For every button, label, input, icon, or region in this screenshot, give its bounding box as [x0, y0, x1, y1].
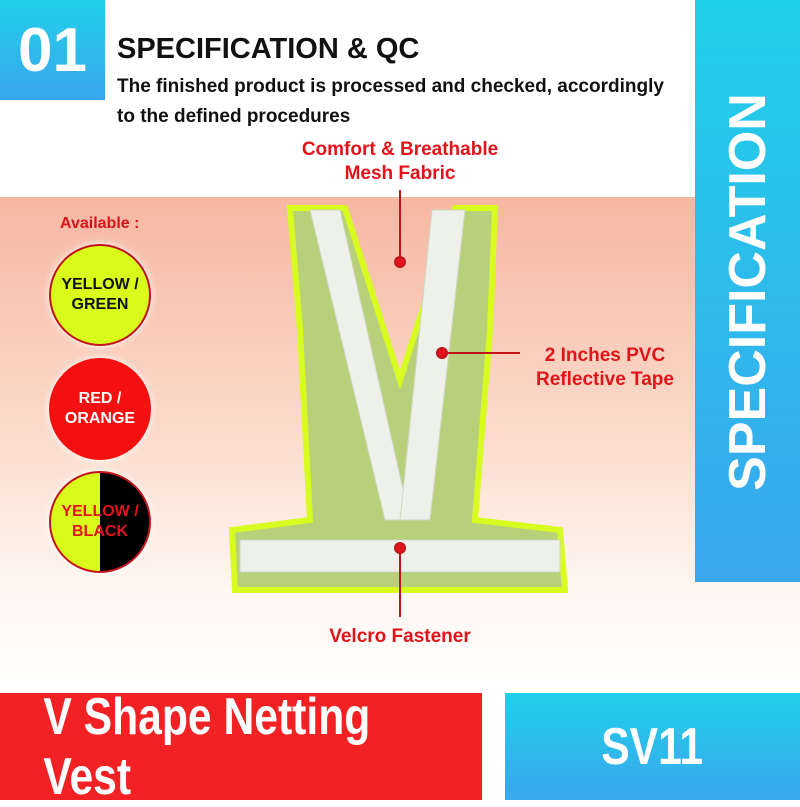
product-name: V Shape Netting Vest: [43, 687, 371, 806]
color-option-yellow-green: YELLOW / GREEN: [49, 244, 151, 346]
color-option-red-orange: RED / ORANGE: [49, 358, 151, 460]
product-code: SV11: [601, 717, 704, 776]
page-subtitle: The finished product is processed and ch…: [117, 76, 664, 127]
color-option-label: RED / ORANGE: [64, 390, 136, 427]
product-name-banner: V Shape Netting Vest: [0, 688, 482, 806]
section-number: 01: [0, 0, 105, 100]
callout-velcro: Velcro Fastener: [329, 626, 471, 647]
color-option-label: YELLOW / GREEN: [61, 276, 139, 313]
product-code-banner: SV11: [505, 693, 800, 800]
available-label: Available :: [60, 215, 140, 232]
velcro-callout-dot: [394, 542, 406, 554]
tape-callout-dot: [436, 347, 448, 359]
color-option-label: YELLOW / BLACK: [61, 503, 139, 540]
page-title: SPECIFICATION & QC: [117, 33, 420, 65]
callout-tape: 2 Inches PVC Reflective Tape: [536, 345, 674, 390]
callout-mesh: Comfort & Breathable Mesh Fabric: [301, 139, 499, 184]
mesh-callout-dot: [394, 256, 406, 268]
color-option-yellow-black: YELLOW / BLACK: [49, 471, 151, 573]
side-panel: SPECIFICATION: [695, 0, 800, 582]
